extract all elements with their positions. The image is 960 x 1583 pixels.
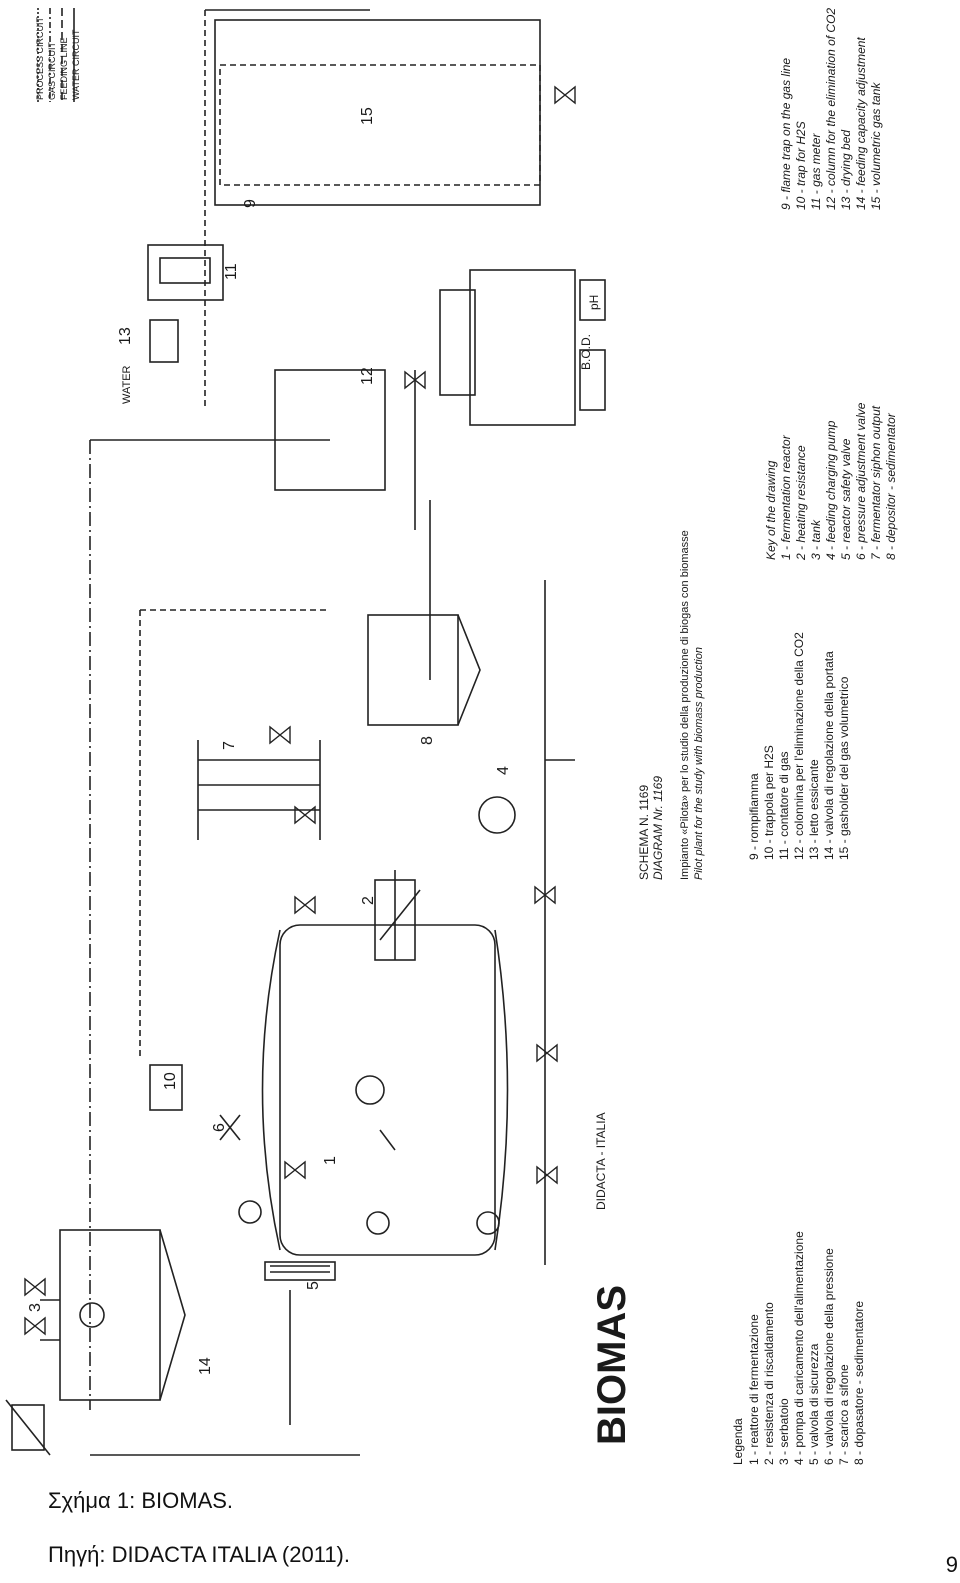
legend-item: 4 - pompa di caricamento dell'alimentazi…	[792, 1231, 806, 1465]
label-4: 4	[495, 766, 512, 775]
legend-item: 8 - dopasatore - sedimentatore	[852, 1301, 866, 1465]
figure-caption: Σχήμα 1: BIOMAS.	[48, 1488, 234, 1513]
label-11: 11	[223, 263, 240, 280]
legend-item: 1 - fermentation reactor	[779, 434, 793, 560]
reactor-li-indicator	[355, 1075, 385, 1105]
motor-arrow	[5, 1399, 51, 1456]
legend-item: 12 - colonnina per l'eliminazione della …	[792, 632, 806, 860]
schema-label: SCHEMA N. 1169	[637, 785, 651, 880]
legend-item: 12 - column for the elimination of CO2	[824, 8, 838, 210]
legend-item: 15 - volumetric gas tank	[869, 82, 883, 210]
legend-item: 15 - gasholder del gas volumetrico	[837, 676, 851, 860]
bod-label: B.O.D.	[579, 334, 593, 370]
legend-item: 2 - heating resistance	[794, 445, 808, 561]
tank-motor	[11, 1404, 45, 1451]
label-2: 2	[360, 896, 377, 905]
legend-en-title: Key of the drawing	[764, 460, 778, 560]
legend-item: 6 - pressure adjustment valve	[854, 402, 868, 560]
legend-water-circuit: WATER CIRCUIT	[71, 29, 81, 100]
label-5: 5	[305, 1281, 322, 1290]
legend-it-title: Legenda	[731, 1418, 745, 1465]
reactor-1-vessel	[279, 924, 496, 1256]
legend-item: 7 - scarico a sifone	[837, 1364, 851, 1465]
legend-item: 14 - feeding capacity adjustment	[854, 37, 868, 210]
label-7: 7	[221, 741, 238, 750]
water-label: WATER	[121, 365, 133, 404]
legend-item: 13 - drying bed	[839, 130, 853, 210]
label-6: 6	[211, 1123, 228, 1132]
legend-item: 2 - resistenza di riscaldamento	[762, 1302, 776, 1465]
legend-item: 14 - valvola di regolazione della portat…	[822, 651, 836, 860]
tank-3-level-indicator	[79, 1302, 105, 1328]
legend-item: 9 - flame trap on the gas line	[779, 58, 793, 210]
diagram-no-label: DIAGRAM Nr. 1169	[651, 776, 665, 880]
label-9: 9	[242, 199, 259, 208]
drying-bed-13	[149, 319, 179, 363]
tic-indicator-2	[476, 1211, 500, 1235]
bod-meter	[579, 349, 606, 411]
legend-item: 8 - depositor - sedimentator	[884, 412, 898, 560]
legend-gas-circuit: GAS CIRCUIT	[47, 41, 57, 100]
tank-3-outline	[59, 1229, 161, 1401]
pi-indicator	[238, 1200, 262, 1224]
legend-item: 10 - trap for H2S	[794, 121, 808, 210]
legend-item: 3 - tank	[809, 519, 823, 560]
label-8: 8	[419, 736, 436, 745]
feeding-pump-4	[478, 796, 516, 834]
label-14: 14	[197, 1357, 214, 1375]
legend-item: 5 - valvola di sicurezza	[807, 1343, 821, 1465]
safety-valve-5	[264, 1261, 336, 1281]
legend-item: 4 - feeding charging pump	[824, 420, 838, 560]
control-panel	[469, 269, 576, 426]
legend-feeding-line: FEEDING LINE	[59, 37, 69, 100]
subtitle-en: Pilot plant for the study with biomass p…	[693, 647, 705, 880]
gas-holder-15	[214, 19, 541, 206]
brand-title: BIOMAS	[590, 1285, 634, 1445]
legend-item: 5 - reactor safety valve	[839, 438, 853, 560]
legend-item: 7 - fermentator siphon output	[869, 405, 883, 560]
label-1: 1	[322, 1156, 339, 1165]
gas-meter-11	[147, 244, 224, 301]
label-10: 10	[162, 1072, 179, 1090]
subtitle-it: Impianto «Pilota» per lo studio della pr…	[679, 530, 691, 880]
legend-item: 10 - trappola per H2S	[762, 745, 776, 860]
label-13: 13	[117, 327, 134, 345]
sedimentator-8	[367, 614, 459, 726]
diagram-svg: 3 1 2 4 5 6 7 8 9 10 11 12 13 14 15 WATE…	[5, 8, 898, 1465]
label-15: 15	[359, 107, 376, 125]
legend-item: 11 - gas meter	[809, 133, 823, 210]
legend-item: 6 - valvola di regolazione della pressio…	[822, 1248, 836, 1465]
label-12: 12	[359, 367, 376, 385]
tank-3-cone	[159, 1229, 186, 1401]
page-number: 9	[945, 1552, 958, 1577]
reactor-1-dome	[261, 929, 281, 1251]
legend-item: 13 - letto essicante	[807, 759, 821, 860]
source-caption: Πηγή: DIDACTA ITALIA (2011).	[48, 1542, 350, 1567]
legend-item: 9 - rompifiamma	[747, 773, 761, 860]
label-3: 3	[27, 1303, 44, 1312]
tic-indicator-1	[366, 1211, 390, 1235]
legend-item: 1 - reattore di fermentazione	[747, 1314, 761, 1465]
legend-item: 11 - contatore di gas	[777, 751, 791, 860]
maker-label: DIDACTA - ITALIA	[594, 1112, 608, 1210]
ph-meter	[579, 279, 606, 321]
pilot-plant-diagram: 3 1 2 4 5 6 7 8 9 10 11 12 13 14 15 WATE…	[5, 8, 898, 1465]
ph-label: pH	[587, 295, 601, 310]
legend-process-circuit: PROCESS CIRCUIT	[35, 16, 45, 100]
legend-item: 3 - serbatoio	[777, 1398, 791, 1465]
valve-group	[24, 85, 576, 1336]
h2s-trap-10	[149, 1064, 183, 1111]
co2-column-12	[274, 369, 386, 491]
